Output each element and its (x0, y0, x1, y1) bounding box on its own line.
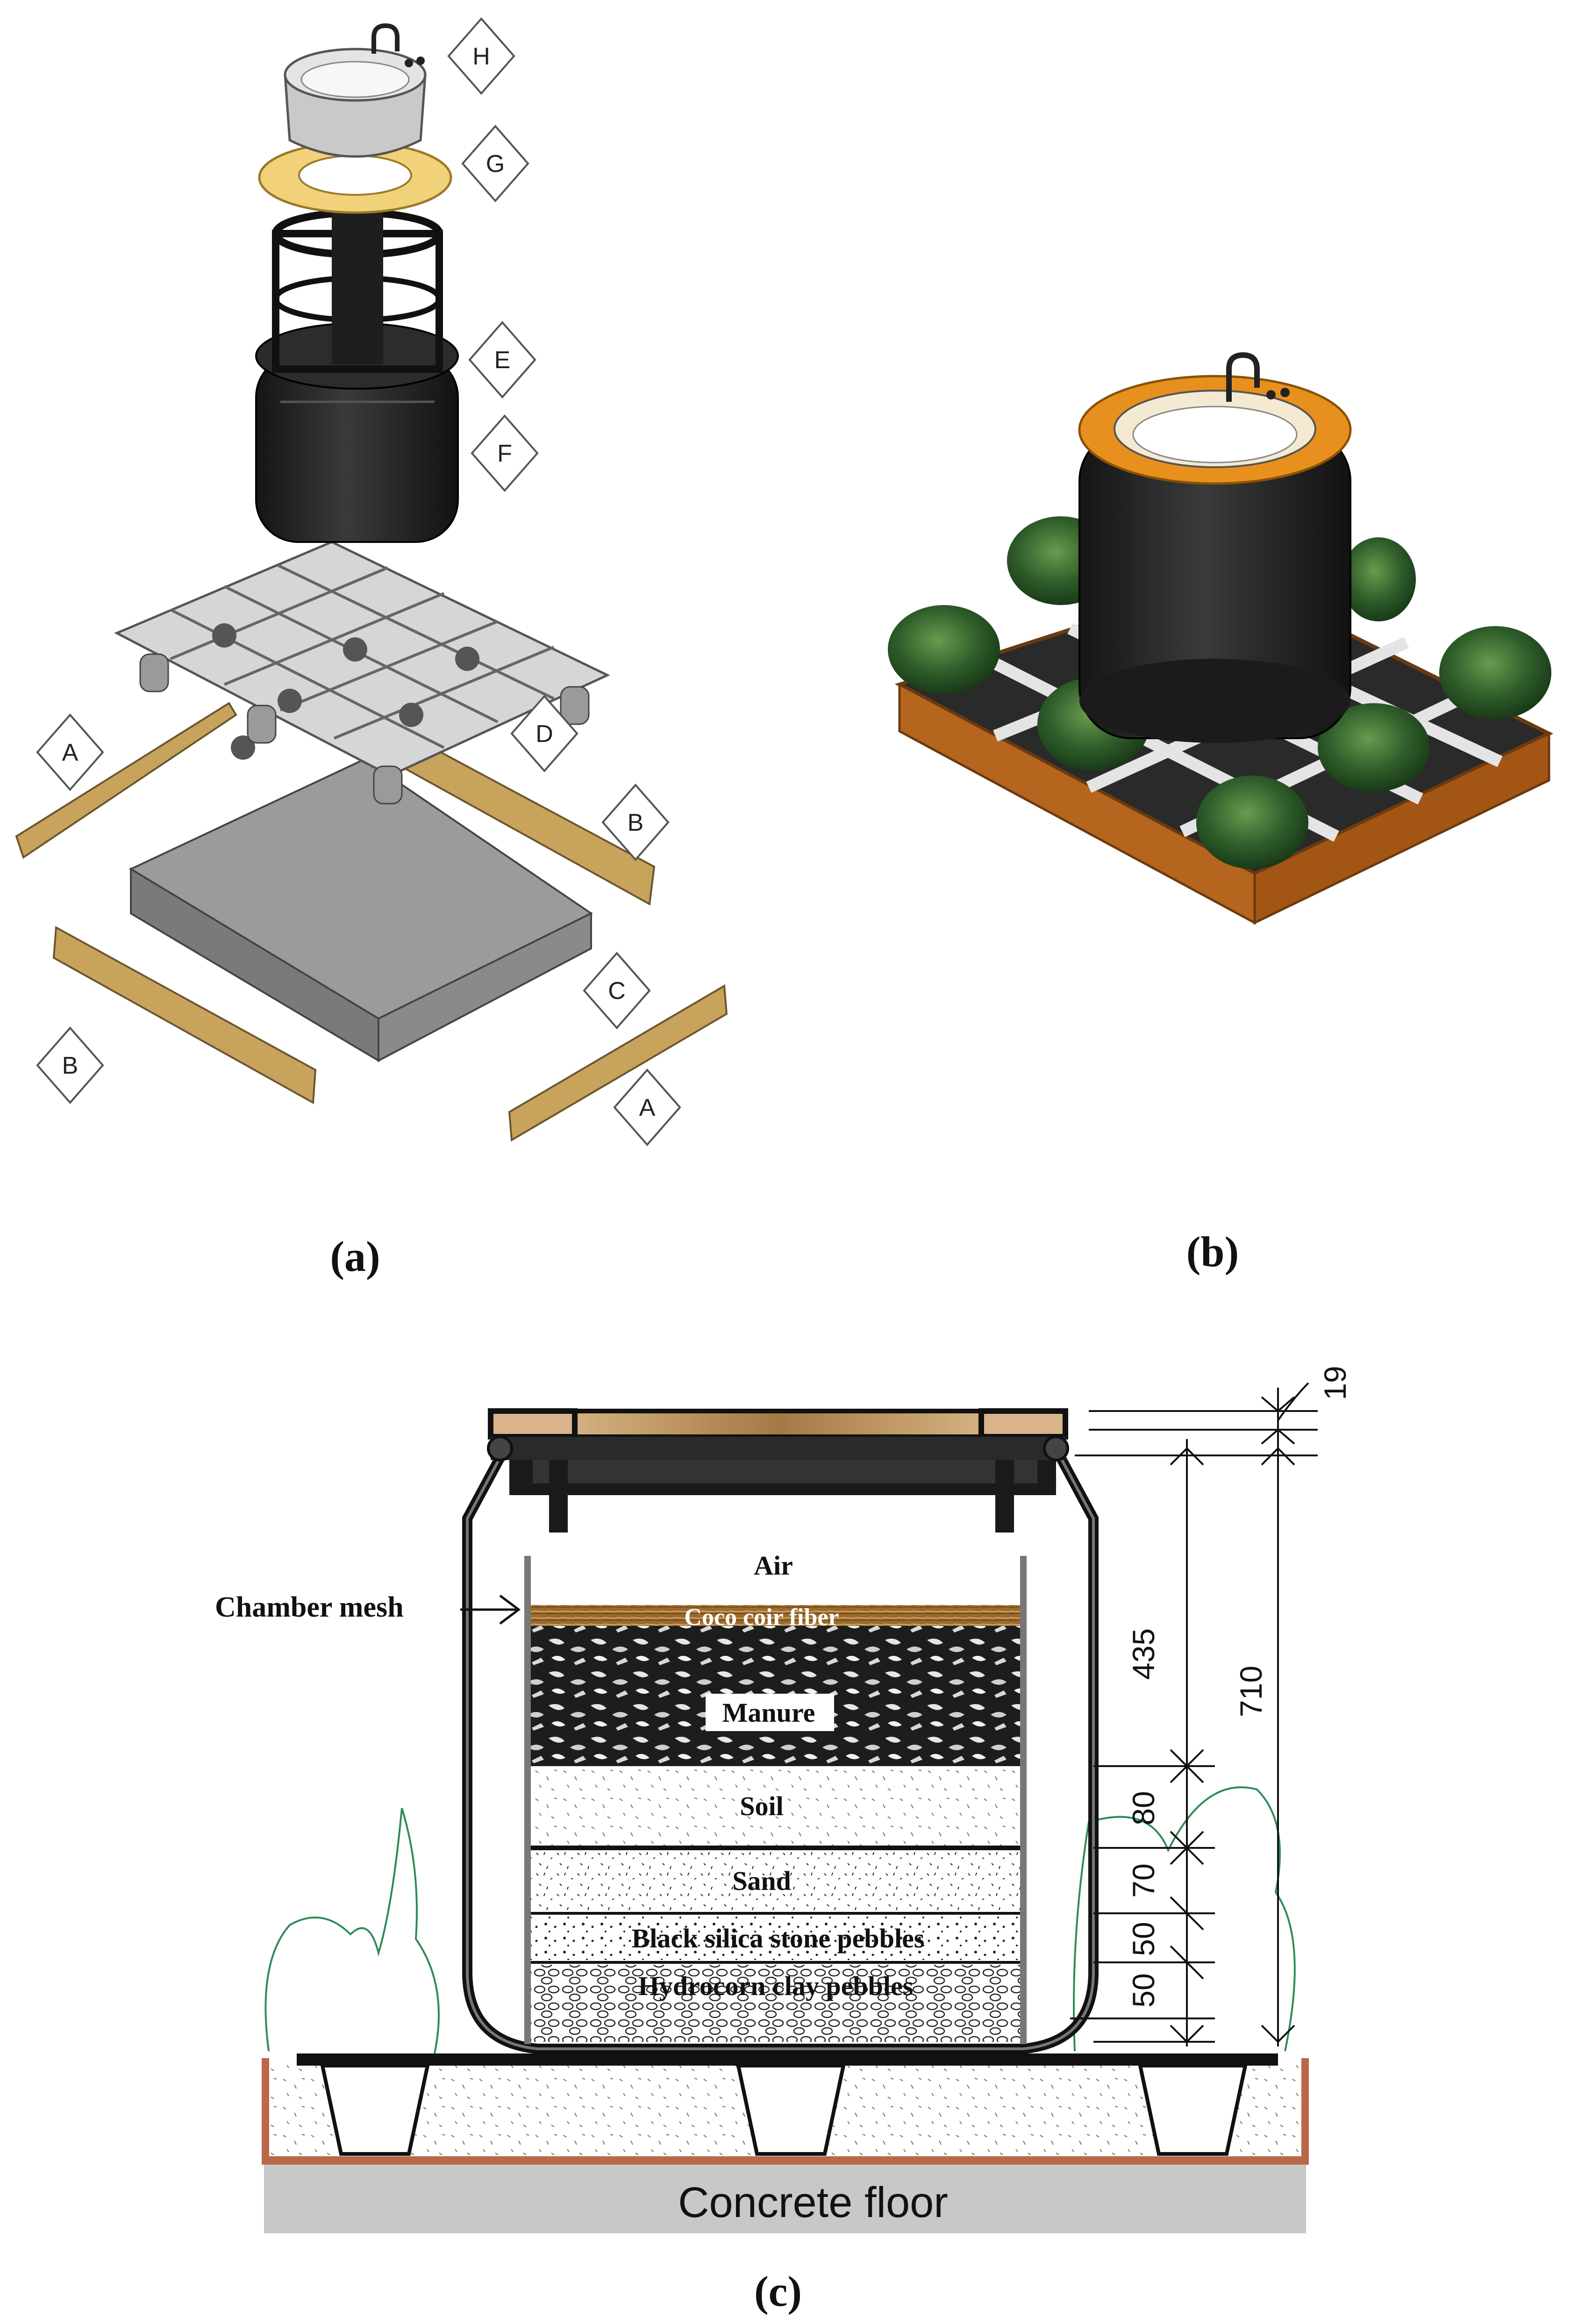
callout-b-right: B (601, 783, 670, 862)
panel-c-label: (c) (754, 2267, 802, 2315)
grid-pallet (114, 541, 610, 805)
dim-19: 19 (1318, 1366, 1352, 1400)
callout-c: C (583, 951, 651, 1030)
label-coco: Coco coir fiber (684, 1604, 839, 1631)
callout-h: H (447, 17, 515, 95)
panel-b-label: (b) (1186, 1228, 1239, 1276)
dimension-lines (1070, 1382, 1318, 2046)
frame-bar-b-left (52, 926, 317, 1105)
dim-50-silica: 50 (1126, 1922, 1161, 1956)
callout-f-label: F (497, 440, 512, 467)
callout-g-label: G (486, 150, 505, 178)
base-tray (129, 758, 593, 1062)
plant-outline-right (1073, 1786, 1296, 2052)
chamber-mesh-arrowhead (499, 1595, 521, 1625)
layer-silica (530, 1916, 1021, 1960)
planter-trough (262, 2053, 1309, 2165)
sink-basin (284, 23, 427, 158)
callout-a-top-label: A (62, 739, 79, 766)
plant-outline-left (264, 1808, 440, 2054)
label-hydrocorn: Hydrocorn clay pebbles (638, 1971, 914, 2001)
callout-g: G (461, 124, 529, 203)
callout-b-right-label: B (628, 809, 644, 836)
chamber-layers (524, 1556, 1027, 2044)
callout-c-label: C (608, 977, 626, 1005)
panel-b-assembled-view: (b) (888, 352, 1554, 1276)
layer-hydrocorn (530, 1965, 1021, 2042)
chamber-cage (272, 206, 443, 373)
dim-80: 80 (1126, 1791, 1161, 1825)
label-manure: Manure (722, 1697, 815, 1728)
layer-sand (530, 1850, 1021, 1911)
frame-bar-a-right (508, 984, 728, 1142)
callout-d-label: D (536, 720, 553, 748)
callout-e-label: E (494, 347, 511, 374)
panel-c-cross-section: Concrete floor (215, 1366, 1352, 2315)
concrete-floor (264, 2163, 1306, 2233)
chamber-mesh-right (1020, 1556, 1027, 2044)
dim-50-hydrocorn: 50 (1126, 1973, 1161, 2007)
layer-coco (530, 1605, 1021, 1626)
support-ring (258, 141, 452, 214)
label-manure-bg (706, 1694, 834, 1731)
callout-a-top: A (36, 713, 104, 791)
label-silica: Black silica stone pebbles (632, 1923, 925, 1953)
dim-435: 435 (1126, 1628, 1161, 1680)
callout-e: E (468, 321, 536, 399)
callout-d: D (510, 694, 578, 773)
concrete-floor-label: Concrete floor (678, 2179, 948, 2226)
callout-f: F (471, 414, 539, 492)
panel-a-label: (a) (330, 1233, 380, 1280)
planter-box-front-right (1253, 732, 1550, 925)
callout-a-bottom-label: A (639, 1094, 656, 1121)
callout-b-left: B (36, 1026, 104, 1105)
label-soil: Soil (740, 1791, 784, 1821)
chamber-mesh-left (524, 1556, 531, 2044)
callout-a-bottom: A (613, 1068, 681, 1147)
assembled-tank (1078, 352, 1352, 743)
panel-a-exploded-view: H G E F D A B C (15, 17, 728, 1280)
callout-b-left-label: B (62, 1052, 79, 1079)
layer-soil (530, 1766, 1021, 1846)
dim-710: 710 (1234, 1666, 1268, 1717)
frame-bar-a-left (15, 702, 237, 859)
dim-70: 70 (1126, 1863, 1161, 1897)
label-sand: Sand (732, 1866, 791, 1896)
section-tank (462, 1408, 1099, 2054)
callout-h-label: H (472, 43, 490, 70)
label-air: Air (754, 1550, 793, 1581)
label-chamber-mesh: Chamber mesh (215, 1591, 404, 1623)
